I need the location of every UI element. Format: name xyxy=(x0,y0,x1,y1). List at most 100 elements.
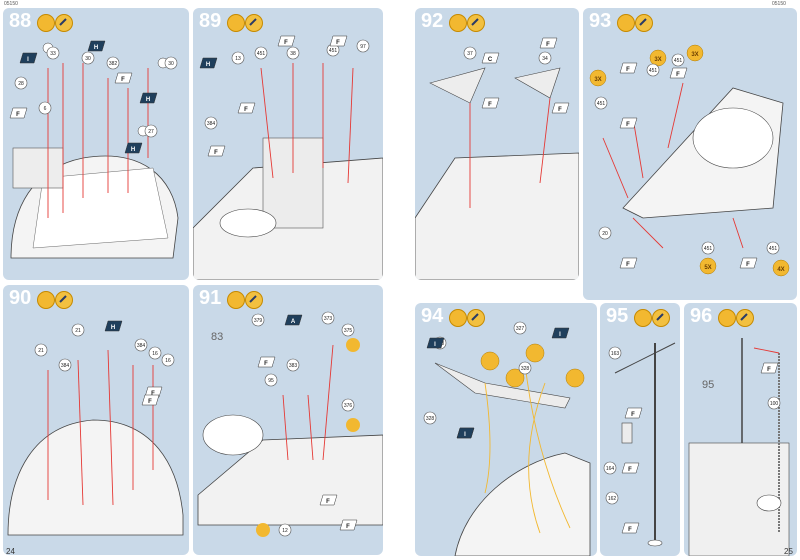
sprue-tag: I xyxy=(551,327,570,339)
sprue-tag: I xyxy=(456,427,475,439)
part-number: 379 xyxy=(254,318,263,324)
part-number: 27 xyxy=(148,129,154,135)
part-number: 451 xyxy=(597,101,606,107)
sprue-letter: I xyxy=(559,332,561,338)
part-number: 37 xyxy=(467,51,473,57)
part-number: 38 xyxy=(290,51,296,57)
sprue-tag: F xyxy=(551,102,570,114)
part-number: 33 xyxy=(50,51,56,57)
sprue-letter: H xyxy=(131,147,135,153)
part-number: 163 xyxy=(611,351,620,357)
sprue-tag: H xyxy=(104,320,123,332)
part-number: 16 xyxy=(152,351,158,357)
sprue-tag: F xyxy=(319,494,338,506)
reference-step: 83 xyxy=(211,331,223,343)
glue-icon xyxy=(617,14,635,32)
sprue-tag: F xyxy=(237,102,256,114)
sprue-tag: F xyxy=(621,522,640,534)
quantity-multiplier: 4X xyxy=(777,267,784,273)
part-number: 451 xyxy=(257,51,266,57)
part-callout: 375 xyxy=(341,323,355,337)
part-number: 95 xyxy=(268,378,274,384)
part-callout: 27 xyxy=(144,124,158,138)
part-callout: 327 xyxy=(513,321,527,335)
sprue-tag: F xyxy=(624,407,643,419)
part-number: 13 xyxy=(235,56,241,62)
sprue-letter: F xyxy=(284,40,288,46)
part-callout: 451 xyxy=(326,43,340,57)
part-callout: 451 xyxy=(646,63,660,77)
sprue-letter: I xyxy=(27,57,29,63)
part-callout: 376 xyxy=(341,398,355,412)
sprue-tag: H xyxy=(199,57,218,69)
part-number: 30 xyxy=(168,61,174,67)
part-callout: 384 xyxy=(58,358,72,372)
glue-icon xyxy=(227,291,245,309)
step-94-drawing: 320327328328IIII xyxy=(423,321,591,556)
sprue-letter: H xyxy=(94,45,98,51)
part-callout: 451 xyxy=(254,46,268,60)
part-number: 30 xyxy=(85,56,91,62)
product-code-left: 05150 xyxy=(4,1,18,7)
sprue-letter: F xyxy=(326,499,330,505)
sprue-tag: C xyxy=(481,52,500,64)
glue-icon xyxy=(718,309,736,327)
part-callout: 379 xyxy=(251,313,265,327)
part-number: 451 xyxy=(769,246,778,252)
sprue-tag: H xyxy=(87,40,106,52)
quantity-multiplier: 3X xyxy=(691,52,698,58)
step-number: 96 xyxy=(690,305,713,327)
paint-brush-icon xyxy=(467,14,485,32)
sprue-letter: H xyxy=(206,62,210,68)
paint-brush-icon xyxy=(467,309,485,327)
glue-icon xyxy=(227,14,245,32)
sprue-tag: H xyxy=(124,142,143,154)
sprue-letter: F xyxy=(488,102,492,108)
sprue-letter: F xyxy=(264,361,268,367)
sprue-letter: I xyxy=(434,342,436,348)
sprue-tag: F xyxy=(760,362,779,374)
paint-brush-icon xyxy=(55,14,73,32)
sprue-letter: I xyxy=(464,432,466,438)
sprue-letter: F xyxy=(767,367,771,373)
quantity-multiplier: 3X xyxy=(594,77,601,83)
sprue-tag: F xyxy=(329,35,348,47)
sprue-letter: F xyxy=(558,107,562,113)
part-callout: 33 xyxy=(46,46,60,60)
part-number: 328 xyxy=(426,416,435,422)
paint-brush-icon xyxy=(245,291,263,309)
part-callout: 451 xyxy=(766,241,780,255)
sprue-letter: F xyxy=(151,391,155,397)
step-number: 90 xyxy=(9,287,32,309)
sprue-letter: F xyxy=(746,262,750,268)
sprue-tag: F xyxy=(619,117,638,129)
part-number: 162 xyxy=(608,496,617,502)
part-callout: 328 xyxy=(518,361,532,375)
part-callout: 16 xyxy=(161,353,175,367)
step-94-panel: 94 320327328328IIII xyxy=(415,303,597,556)
sprue-tag: F xyxy=(669,67,688,79)
part-callout: 164 xyxy=(603,461,617,475)
part-number: 384 xyxy=(207,121,216,127)
sprue-tag: F xyxy=(619,62,638,74)
sprue-letter: H xyxy=(146,97,150,103)
sprue-letter: F xyxy=(244,107,248,113)
part-callout: 38 xyxy=(286,46,300,60)
glue-icon xyxy=(449,309,467,327)
sprue-letter: A xyxy=(291,319,296,325)
part-callout: 34 xyxy=(538,51,552,65)
part-number: 373 xyxy=(324,316,333,322)
part-callout: 382 xyxy=(106,56,120,70)
part-callout: 384 xyxy=(134,338,148,352)
step-number: 93 xyxy=(589,10,612,32)
sprue-letter: F xyxy=(336,40,340,46)
step-number: 94 xyxy=(421,305,444,327)
part-callout: 16 xyxy=(148,346,162,360)
